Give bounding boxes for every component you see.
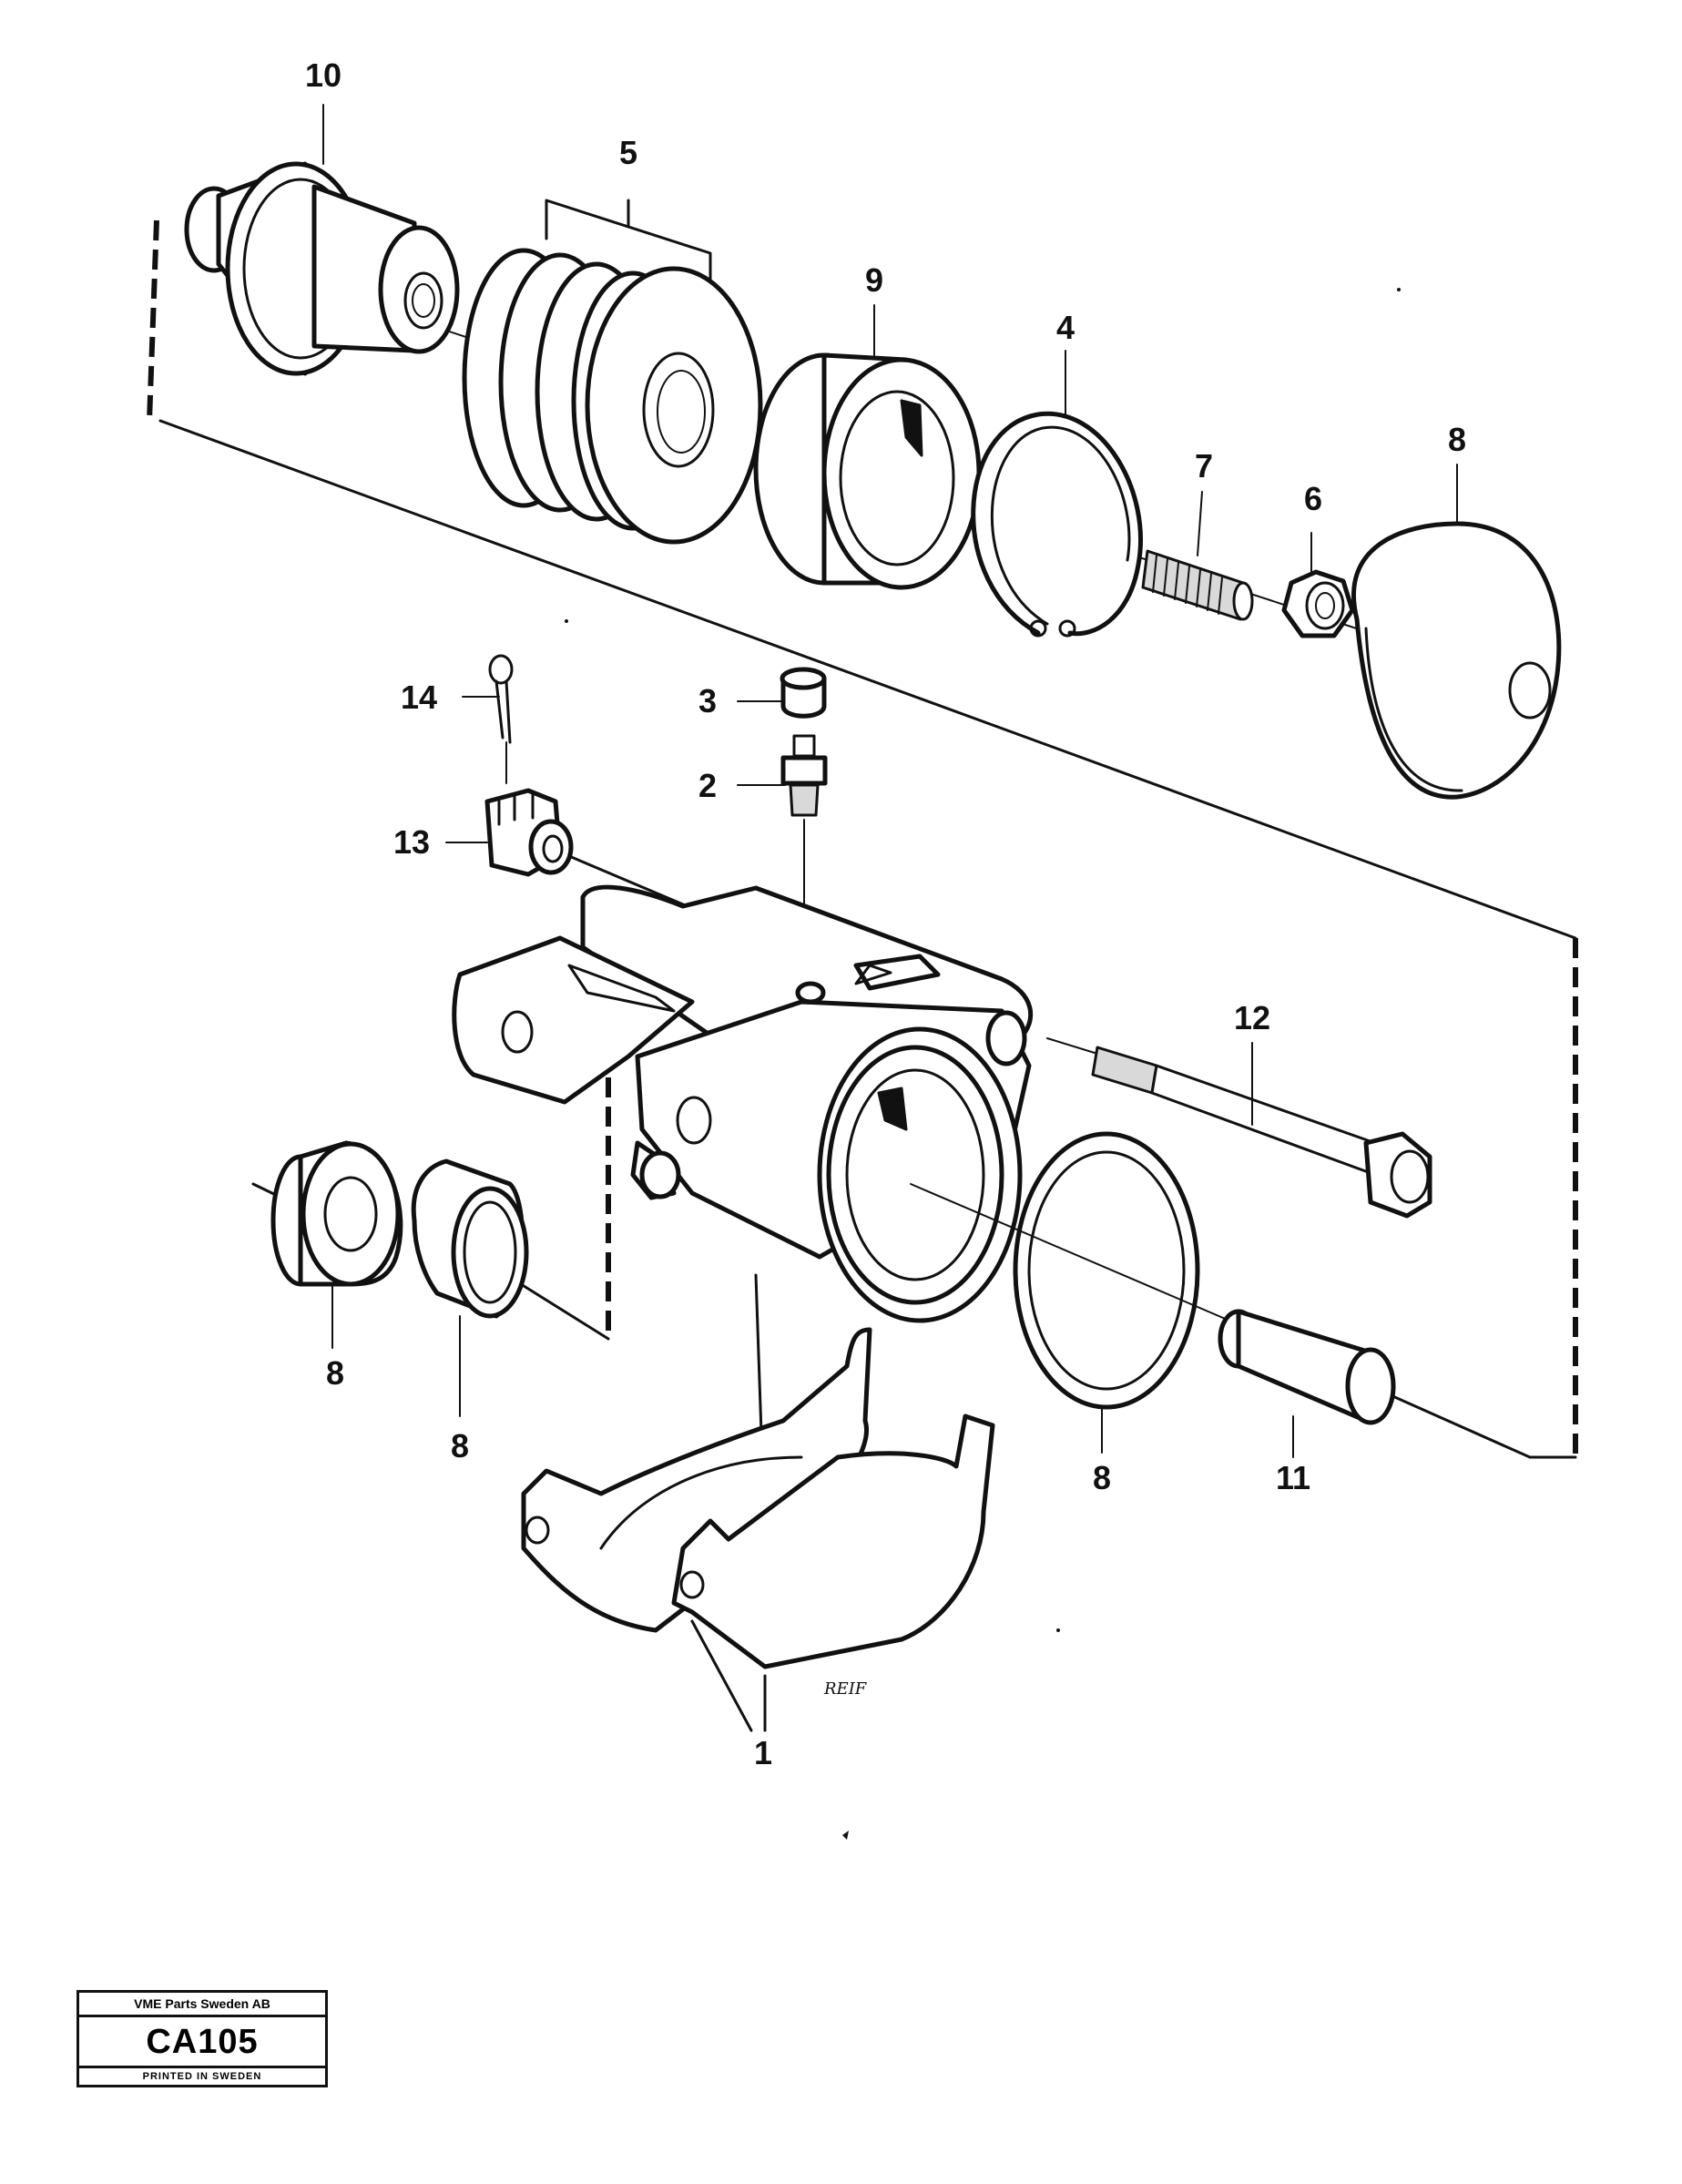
label-part-7: 7	[1195, 447, 1213, 485]
pin-part-11	[1218, 1309, 1396, 1425]
label-part-8-mid: 8	[451, 1427, 469, 1465]
bleeder-nipple-part-2	[780, 734, 828, 985]
nut-part-6	[1281, 569, 1355, 638]
label-part-1: 1	[754, 1734, 772, 1771]
artist-signature: REIF	[823, 1679, 868, 1699]
title-block: VME Parts Sweden AB CA105 PRINTED IN SWE…	[76, 1990, 328, 2087]
castle-nut-part-13	[484, 788, 574, 877]
brake-pads-part-1: REIF	[521, 1273, 995, 1732]
caliper-housing	[452, 854, 1034, 1323]
leader-lines	[322, 104, 1458, 1458]
piston-part-10	[184, 161, 460, 376]
bushing-part-9	[753, 352, 982, 590]
print-speck	[1397, 288, 1401, 291]
label-part-4: 4	[1056, 309, 1075, 346]
circlip-part-4	[971, 411, 1143, 638]
label-part-13: 13	[393, 823, 430, 861]
label-part-3: 3	[698, 682, 717, 719]
print-speck	[565, 619, 568, 623]
label-part-2: 2	[698, 767, 717, 804]
part-number-labels: 10 5 9 4 7 6 8 14 3 2 13 12 8 8 8 11 1	[305, 56, 1466, 1771]
label-part-14: 14	[401, 679, 437, 716]
bolt-part-12	[1046, 1037, 1432, 1219]
dust-cap-part-8-top	[1351, 521, 1562, 800]
label-part-8-right: 8	[1093, 1459, 1111, 1496]
print-speck	[842, 1831, 849, 1840]
seal-ring-part-8-right	[910, 1131, 1230, 1410]
bleeder-cap-part-3	[780, 667, 827, 719]
label-part-5: 5	[619, 134, 637, 171]
spring-part-7	[1141, 549, 1254, 621]
dashed-frame-left-top	[147, 219, 159, 422]
label-part-8-top: 8	[1448, 421, 1466, 458]
ring-part-8-mid	[411, 1158, 529, 1319]
label-part-9: 9	[865, 261, 883, 299]
seal-kit-part-5	[462, 199, 763, 545]
label-part-8-left: 8	[326, 1354, 344, 1392]
split-pin-part-14	[488, 654, 514, 784]
title-block-diagram-code: CA105	[79, 2017, 325, 2068]
guide-line-top	[158, 419, 1577, 940]
label-part-6: 6	[1304, 480, 1322, 517]
title-block-company: VME Parts Sweden AB	[79, 1993, 325, 2017]
label-part-11: 11	[1276, 1459, 1310, 1496]
title-block-printed-note: PRINTED IN SWEDEN	[142, 2071, 262, 2082]
label-part-10: 10	[305, 56, 341, 94]
seal-part-8-left	[270, 1140, 403, 1287]
label-part-12: 12	[1234, 999, 1270, 1036]
print-speck	[1056, 1628, 1060, 1632]
